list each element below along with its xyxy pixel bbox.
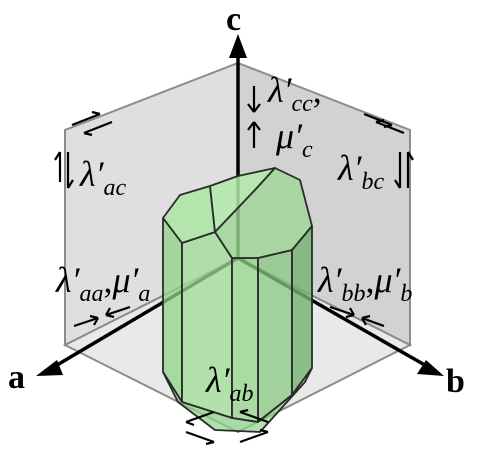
shear-arrow-bc-top-2: [375, 118, 405, 135]
axis-label-c: c: [226, 1, 241, 38]
arrow-mu-c-up: [247, 121, 261, 148]
shear-arrows: [54, 86, 414, 446]
label-lambda-bb-mu-b: λ′bb,μ′b: [317, 260, 412, 307]
shear-arrow-ab-4: [239, 408, 269, 424]
arrow-bb-in-right: [361, 314, 385, 328]
label-lambda-cc: λ′cc,: [267, 70, 322, 117]
c-axis-arrowhead: [229, 34, 247, 58]
arrow-cc-down: [247, 86, 261, 113]
label-lambda-bc: λ′bc: [337, 148, 384, 195]
label-mu-c: μ′c: [275, 116, 313, 163]
a-axis-arrowhead: [36, 360, 63, 376]
arrow-aa-in-right: [105, 305, 131, 319]
shear-arrow-bc-right-down: [394, 152, 402, 189]
shear-arrow-ac-left-up: [54, 151, 62, 182]
crystal-left-face: [162, 217, 183, 403]
label-lambda-ac: λ′ac: [79, 154, 126, 201]
arrow-bb-in-left: [329, 305, 355, 319]
shear-arrow-ab-1: [185, 410, 215, 427]
b-axis-arrowhead: [417, 360, 444, 376]
arrow-aa-in-left: [73, 314, 99, 328]
label-lambda-ab: λ′ab: [205, 360, 253, 407]
axis-label-a: a: [8, 359, 25, 396]
shear-arrow-ac-top: [71, 110, 101, 127]
crystal-top-right-face: [214, 167, 313, 259]
crystal: [162, 167, 313, 433]
crystal-far-right-face: [291, 225, 313, 396]
shear-arrow-ac-left-down: [66, 152, 74, 189]
shear-arrow-ab-3: [239, 428, 269, 444]
shear-arrow-ab-2: [185, 430, 215, 446]
crystal-right-face: [257, 249, 293, 423]
axis-label-b: b: [446, 363, 465, 400]
shear-arrow-ac-top-2: [83, 120, 113, 137]
shear-arrow-bc-right-up: [406, 151, 414, 188]
label-lambda-aa-mu-a: λ′aa,μ′a: [55, 260, 150, 307]
